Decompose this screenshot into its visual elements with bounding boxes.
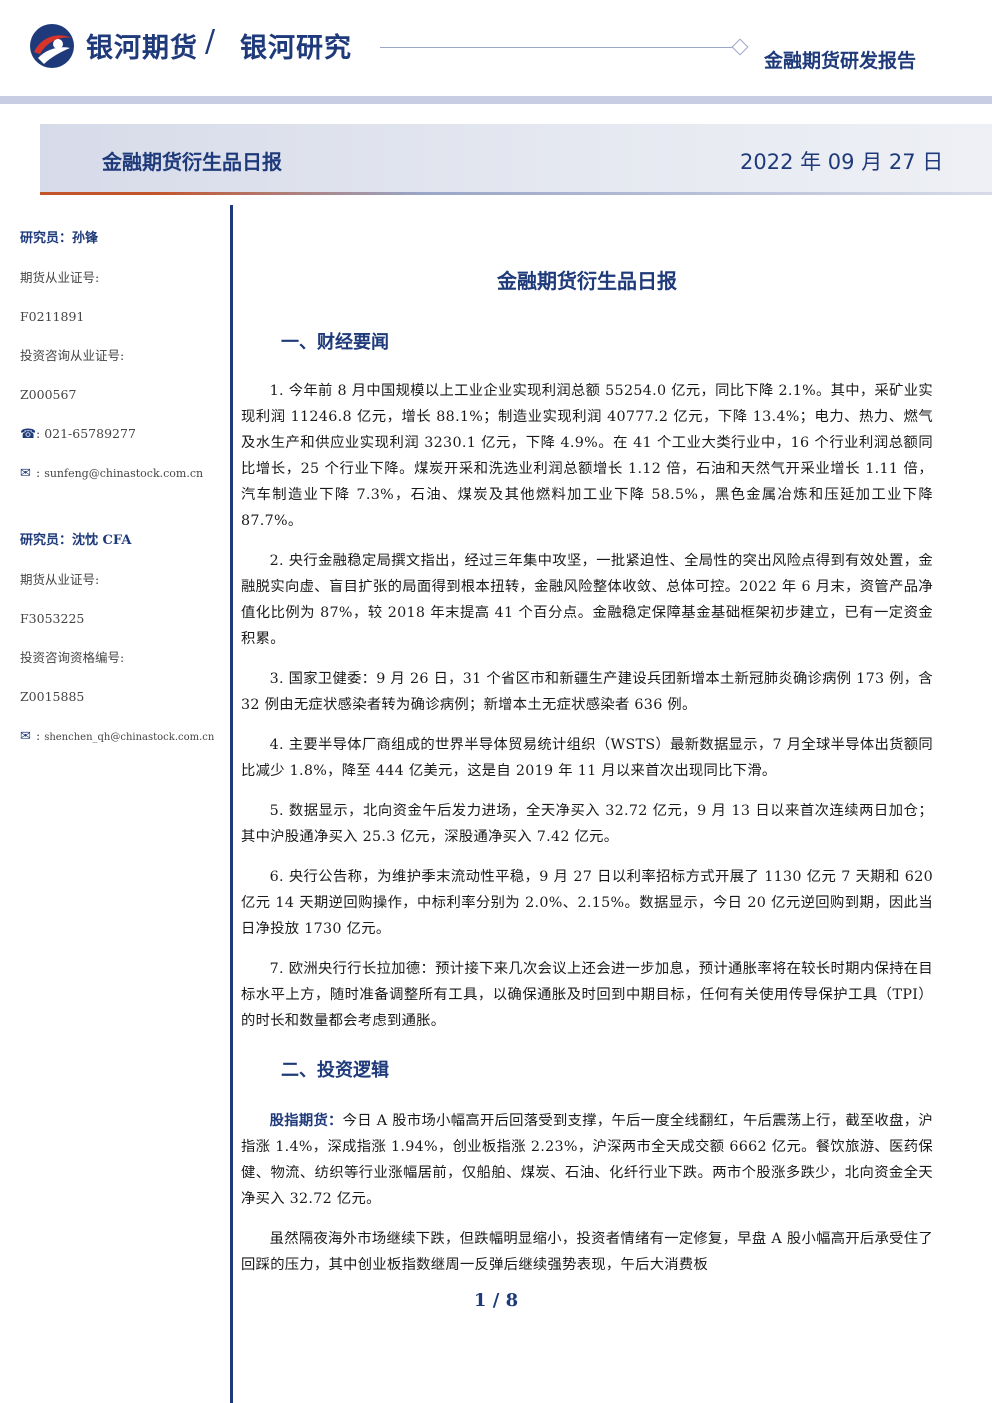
news-paragraph: 3. 国家卫健委：9 月 26 日，31 个省区市和新疆生产建设兵团新增本土新冠… xyxy=(241,671,933,713)
title-bar-title: 金融期货衍生品日报 xyxy=(102,150,282,174)
page-separator: / xyxy=(492,1290,500,1311)
section-title: 一、财经要闻 xyxy=(281,332,389,353)
report-date: 2022 年 09 月 27 日 xyxy=(740,150,944,174)
license-number: F3053225 xyxy=(20,611,85,626)
galaxy-logo-icon xyxy=(30,24,74,68)
section-title: 二、投资逻辑 xyxy=(281,1060,389,1081)
news-paragraph: 1. 今年前 8 月中国规模以上工业企业实现利润总额 55254.0 亿元，同比… xyxy=(241,383,933,529)
news-paragraph: 2. 央行金融稳定局撰文指出，经过三年集中攻坚，一批紧迫性、全局性的突出风险点得… xyxy=(241,553,933,647)
news-paragraph: 4. 主要半导体厂商组成的世界半导体贸易统计组织（WSTS）最新数据显示，7 月… xyxy=(241,737,933,779)
license-number: F0211891 xyxy=(20,309,85,324)
brand-separator: / xyxy=(205,24,216,59)
document-title: 金融期货衍生品日报 xyxy=(497,269,677,293)
page-header: 银河期货 / 银河研究 金融期货研发报告 xyxy=(0,0,992,104)
email-row: ✉: sunfeng@chinastock.com.cn xyxy=(20,460,225,499)
email-link[interactable]: shenchen_qh@chinastock.com.cn xyxy=(44,732,215,743)
consult-label: 投资咨询从业证号: xyxy=(20,348,125,363)
analyst-name: 研究员：孙锋 xyxy=(20,231,99,246)
mail-icon: ✉ xyxy=(20,729,31,744)
news-paragraph: 6. 央行公告称，为维护季末流动性平稳，9 月 27 日以利率招标方式开展了 1… xyxy=(241,869,933,937)
phone-row: ☎: 021-65789277 xyxy=(20,421,225,460)
diamond-icon xyxy=(731,38,749,56)
phone-icon: ☎ xyxy=(20,427,37,442)
sidebar-divider xyxy=(230,205,233,1403)
analyst-sidebar: 研究员：孙锋 期货从业证号: F0211891 投资咨询从业证号: Z00056… xyxy=(20,226,225,762)
email-link[interactable]: sunfeng@chinastock.com.cn xyxy=(44,467,204,480)
total-pages: 8 xyxy=(505,1290,519,1311)
main-content: 金融期货衍生品日报 一、财经要闻 1. 今年前 8 月中国规模以上工业企业实现利… xyxy=(241,262,933,1278)
license-label: 期货从业证号: xyxy=(20,572,100,587)
paragraph-lead: 股指期货： xyxy=(269,1113,343,1129)
consult-number: Z000567 xyxy=(20,387,77,402)
license-label: 期货从业证号: xyxy=(20,270,100,285)
consult-label: 投资咨询资格编号: xyxy=(20,650,125,665)
current-page: 1 xyxy=(473,1290,487,1311)
phone-number: 021-65789277 xyxy=(44,426,136,441)
header-decor-line xyxy=(380,47,732,48)
title-bar-accent xyxy=(40,192,992,195)
news-paragraph: 5. 数据显示，北向资金午后发力进场，全天净买入 32.72 亿元，9 月 13… xyxy=(241,803,933,845)
paragraph-body: 今日 A 股市场小幅高开后回落受到支撑，午后一度全线翻红，午后震荡上行，截至收盘… xyxy=(241,1113,933,1207)
consult-number: Z0015885 xyxy=(20,689,85,704)
logic-paragraph: 虽然隔夜海外市场继续下跌，但跌幅明显缩小，投资者情绪有一定修复，早盘 A 股小幅… xyxy=(241,1231,933,1273)
header-band xyxy=(0,96,992,104)
news-paragraph: 7. 欧洲央行行长拉加德：预计接下来几次会议上还会进一步加息，预计通胀率将在较长… xyxy=(241,961,933,1029)
page-number: 1 / 8 xyxy=(0,1290,992,1311)
brand-name: 银河期货 xyxy=(86,33,198,64)
logic-paragraph: 股指期货：今日 A 股市场小幅高开后回落受到支撑，午后一度全线翻红，午后震荡上行… xyxy=(241,1108,933,1212)
mail-icon: ✉ xyxy=(20,466,31,481)
report-type: 金融期货研发报告 xyxy=(764,50,917,72)
brand-subtitle: 银河研究 xyxy=(240,33,352,64)
analyst-name: 研究员：沈忱 CFA xyxy=(20,533,132,548)
title-bar xyxy=(40,124,992,192)
email-row: ✉: shenchen_qh@chinastock.com.cn xyxy=(20,723,225,762)
